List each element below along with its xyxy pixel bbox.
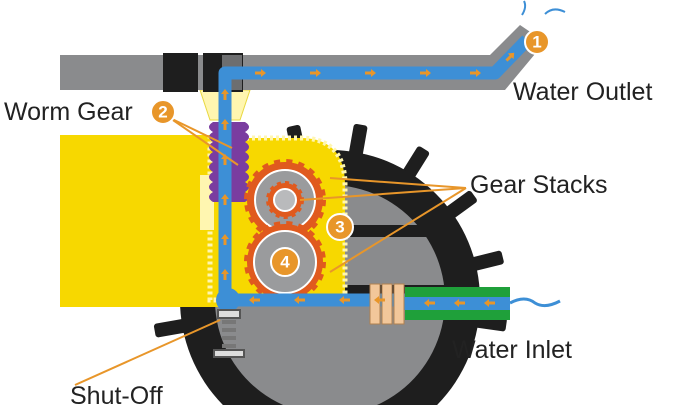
svg-text:2: 2 [158,103,167,122]
marker-1: 1 [524,29,550,55]
outlet-pipe [60,25,545,90]
flow-arrow-icon [484,299,495,307]
flow-arrow-icon [365,69,376,77]
housing-block [60,135,220,307]
flow-arrow-icon [255,69,266,77]
flow-arrow-icon [374,296,385,304]
marker-4: 4 [270,247,300,277]
label-water-outlet: Water Outlet [513,78,652,106]
svg-text:1: 1 [532,33,541,52]
svg-text:3: 3 [335,218,344,237]
gear-stack-top [244,159,326,241]
flow-arrow-icon [221,89,229,100]
marker-2: 2 [150,99,176,125]
inlet-coupler [369,283,405,325]
flow-arrow-icon [310,69,321,77]
flow-arrow-icon [454,299,465,307]
label-water-inlet: Water Inlet [452,336,572,364]
label-shut-off: Shut-Off [70,382,163,410]
flow-arrow-icon [424,299,435,307]
flow-arrow-icon [470,69,481,77]
flow-arrow-icon [505,52,515,62]
flow-arrow-icon [221,194,229,205]
flow-arrow-icon [339,296,350,304]
flow-arrow-icon [420,69,431,77]
label-worm-gear: Worm Gear [4,98,133,126]
flow-arrow-icon [221,234,229,245]
marker-3: 3 [326,213,354,241]
flow-arrow-icon [221,269,229,280]
shut-off-valve [213,309,245,358]
flow-arrow-icon [249,296,260,304]
flow-arrow-icon [221,119,229,130]
leader-lines [74,117,467,386]
flow-arrow-icon [294,296,305,304]
svg-text:4: 4 [280,253,290,272]
label-gear-stacks: Gear Stacks [470,171,608,199]
